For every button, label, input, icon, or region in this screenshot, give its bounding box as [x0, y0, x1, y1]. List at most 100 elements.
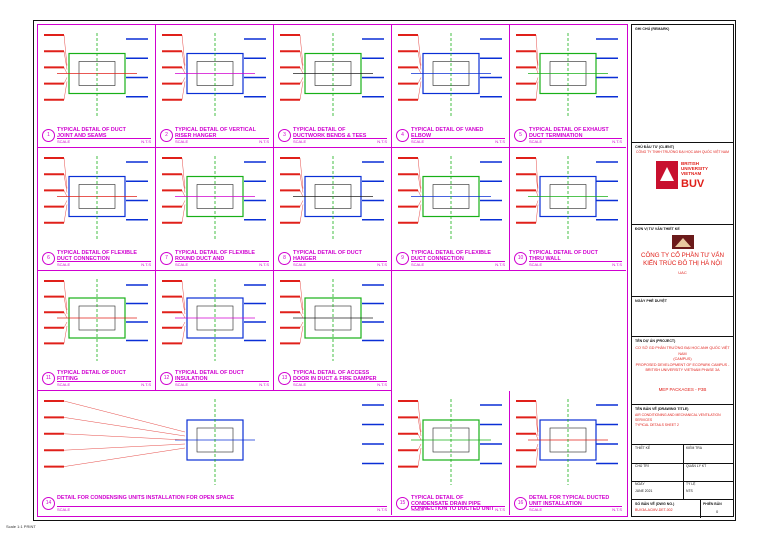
detail-drawing	[516, 33, 618, 118]
dwg-no-label: SỐ BẢN VẼ (DWG NO.)	[635, 502, 675, 506]
drawing-title: AIR CONDITIONING AND MECHANICAL VENTILAT…	[635, 413, 721, 422]
detail-title: Typical detail of condensate drain pipe …	[411, 495, 495, 513]
detail-drawing	[398, 33, 502, 118]
detail-title: Detail for condensing units installation…	[57, 495, 235, 501]
detail-scale-label: SCALE	[57, 382, 71, 387]
detail-title: Typical detail of duct fitting	[57, 370, 126, 382]
drawing-title-section: TÊN BẢN VẼ (DRAWING TITLE) AIR CONDITION…	[632, 405, 733, 445]
detail-number: 8	[278, 252, 291, 265]
buv-logo-mark-icon	[656, 161, 678, 189]
signature-row-label: THIẾT KẾ	[635, 446, 651, 450]
client-label: CHỦ ĐẦU TƯ (CLIENT)	[635, 145, 675, 149]
detail-title: Typical detail of flexible duct connecti…	[411, 250, 491, 262]
detail-scale-label: SCALE	[293, 382, 307, 387]
detail-caption: 16Detail for typical ducted unit install…	[514, 495, 622, 513]
detail-scale-label: SCALE	[529, 139, 543, 144]
approval-label: NGÀY PHÊ DUYỆT	[635, 299, 667, 303]
detail-title: Typical detail of access door in duct & …	[293, 370, 377, 382]
detail-title: Typical detail of duct thru wall	[529, 250, 598, 262]
detail-number: 5	[514, 129, 527, 142]
detail-title: Typical detail of flexible duct connecti…	[57, 250, 137, 262]
signature-row-label: KIỂM TRA	[686, 446, 702, 450]
detail-scale-value: N.T.S	[259, 139, 269, 144]
detail-caption: 7Typical detail of flexible round duct a…	[160, 250, 269, 268]
detail-scale-label: SCALE	[529, 507, 543, 512]
detail-scale-value: N.T.S	[259, 382, 269, 387]
dwg-no-section: SỐ BẢN VẼ (DWG NO.) BUV3A-ACMV-DET-002 P…	[632, 500, 733, 518]
detail-scale-value: N.T.S	[141, 139, 151, 144]
detail-number: 16	[514, 497, 527, 510]
project-line-1: CƠ SỞ GD PHÂN TRƯỜNG ĐẠI HỌC ANH QUỐC VI…	[635, 346, 730, 356]
detail-drawing	[398, 156, 502, 241]
project-line-2: (CAMPUS)	[673, 357, 692, 361]
detail-drawing	[44, 279, 148, 361]
detail-title: Typical detail of vaned elbow	[411, 127, 484, 139]
detail-caption: 12Typical detail of duct insulationSCALE…	[160, 370, 269, 388]
signature-row-label: CHỦ TRÌ	[635, 464, 649, 468]
client-name: CÔNG TY TNHH TRƯỜNG ĐẠI HỌC ANH QUỐC VIỆ…	[636, 150, 729, 154]
detail-drawing	[162, 156, 266, 241]
title-block: GHI CHÚ (REMARK) CHỦ ĐẦU TƯ (CLIENT) CÔN…	[631, 24, 734, 518]
detail-scale-label: SCALE	[411, 262, 425, 267]
detail-number: 2	[160, 129, 173, 142]
detail-panel: 5Typical detail of exhaust duct terminat…	[510, 25, 626, 148]
detail-panel: 13Typical detail of access door in duct …	[274, 271, 392, 391]
scale-value: NTS	[686, 489, 693, 493]
details-grid: 1Typical detail of duct joint and seamsS…	[37, 24, 628, 517]
consultant-line-2: KIẾN TRÚC ĐÔ THỊ HÀ NỘI	[643, 260, 722, 267]
detail-panel: 11Typical detail of duct fittingSCALEN.T…	[38, 271, 156, 391]
detail-panel: 1Typical detail of duct joint and seamsS…	[38, 25, 156, 148]
logo-line-2: UNIVERSITY	[681, 166, 709, 171]
detail-title: Typical detail of duct joint and seams	[57, 127, 126, 139]
detail-caption: 15Typical detail of condensate drain pip…	[396, 495, 505, 513]
detail-scale-label: SCALE	[175, 139, 189, 144]
logo-mark: BUV	[681, 178, 705, 190]
detail-scale-value: N.T.S	[259, 262, 269, 267]
detail-scale-value: N.T.S	[377, 139, 387, 144]
detail-scale-label: SCALE	[293, 139, 307, 144]
detail-drawing	[280, 156, 384, 241]
detail-panel: 7Typical detail of flexible round duct a…	[156, 148, 274, 271]
dwg-no: BUV3A-ACMV-DET-002	[635, 508, 673, 512]
detail-drawing	[44, 156, 148, 241]
rev-label: PHIÊN BẢN	[703, 502, 722, 506]
project-line-4: BRITISH UNIVERSITY VIETNAM PHASE 3A	[645, 368, 720, 372]
detail-panel: 14Detail for condensing units installati…	[38, 391, 392, 515]
detail-caption: 14Detail for condensing units installati…	[42, 495, 387, 513]
detail-panel: 10Typical detail of duct thru wallSCALEN…	[510, 148, 626, 271]
detail-drawing	[280, 279, 384, 361]
detail-caption: 13Typical detail of access door in duct …	[278, 370, 387, 388]
detail-panel: 16Detail for typical ducted unit install…	[510, 391, 626, 515]
detail-panel: 12Typical detail of duct insulationSCALE…	[156, 271, 274, 391]
detail-number: 9	[396, 252, 409, 265]
detail-number: 13	[278, 372, 291, 385]
detail-panel: 2Typical detail of vertical riser hanger…	[156, 25, 274, 148]
detail-number: 3	[278, 129, 291, 142]
detail-scale-value: N.T.S	[141, 262, 151, 267]
consultant-short: UAC	[678, 270, 687, 275]
remark-label: GHI CHÚ (REMARK)	[635, 27, 670, 31]
logo-line-3: VIETNAM	[681, 171, 702, 176]
detail-number: 6	[42, 252, 55, 265]
detail-scale-label: SCALE	[529, 262, 543, 267]
detail-panel: 15Typical detail of condensate drain pip…	[392, 391, 510, 515]
detail-caption: 9Typical detail of flexible duct connect…	[396, 250, 505, 268]
detail-scale-label: SCALE	[57, 139, 71, 144]
approval-section: NGÀY PHÊ DUYỆT	[632, 297, 733, 337]
project-label: TÊN DỰ ÁN (PROJECT)	[635, 339, 676, 343]
detail-scale-label: SCALE	[57, 507, 71, 512]
detail-title: Typical detail of vertical riser hanger	[175, 127, 256, 139]
detail-scale-label: SCALE	[411, 139, 425, 144]
detail-scale-value: N.T.S	[141, 382, 151, 387]
detail-scale-label: SCALE	[293, 262, 307, 267]
consultant-section: ĐƠN VỊ TƯ VẤN THIẾT KẾ CÔNG TY CỔ PHẦN T…	[632, 225, 733, 297]
detail-scale-value: N.T.S	[495, 507, 505, 512]
detail-title: Typical detail of ductwork bends & tees	[293, 127, 367, 139]
detail-drawing	[516, 399, 618, 485]
signature-row-label: NGÀY	[635, 482, 645, 486]
detail-number: 4	[396, 129, 409, 142]
detail-caption: 2Typical detail of vertical riser hanger…	[160, 127, 269, 145]
detail-number: 7	[160, 252, 173, 265]
detail-title: Typical detail of flexible round duct an…	[175, 250, 255, 262]
consultant-line-1: CÔNG TY CỔ PHẦN TƯ VẤN	[641, 252, 724, 259]
